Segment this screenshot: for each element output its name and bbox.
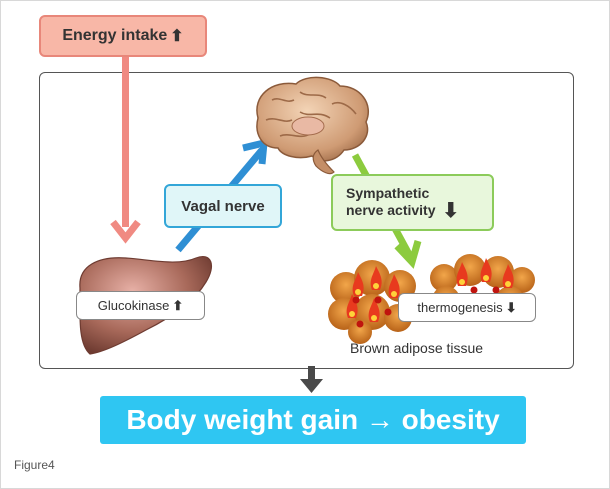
energy-intake-box: Energy intake ⬆ — [39, 15, 207, 57]
glucokinase-label: Glucokinase — [97, 298, 170, 313]
down-arrow-icon: ⬇ — [505, 299, 517, 315]
energy-intake-label: Energy intake — [62, 27, 168, 44]
thermogenesis-label: thermogenesis — [417, 300, 503, 315]
energy-to-liver-arrow — [110, 57, 141, 244]
brown-adipose-tissue-caption: Brown adipose tissue — [350, 340, 484, 356]
result-arrow — [300, 366, 323, 393]
sympathetic-nerve-box: Sympathetic nerve activity ⬇ — [331, 174, 494, 231]
result-banner: Body weight gain → obesity — [100, 396, 526, 444]
figure-label: Figure4 — [14, 458, 55, 472]
brain-icon — [256, 76, 369, 175]
vagal-nerve-box: Vagal nerve — [164, 184, 282, 228]
down-arrow-icon: ⬇ — [442, 200, 460, 222]
vagal-nerve-label: Vagal nerve — [181, 197, 265, 215]
sympathetic-label-line2: nerve activity — [346, 202, 436, 218]
sympathetic-label-line1: Sympathetic — [346, 185, 430, 201]
thermogenesis-box: thermogenesis ⬇ — [398, 293, 536, 322]
up-arrow-icon: ⬆ — [172, 297, 184, 313]
glucokinase-box: Glucokinase ⬆ — [76, 291, 205, 320]
up-arrow-icon: ⬆ — [170, 28, 184, 45]
